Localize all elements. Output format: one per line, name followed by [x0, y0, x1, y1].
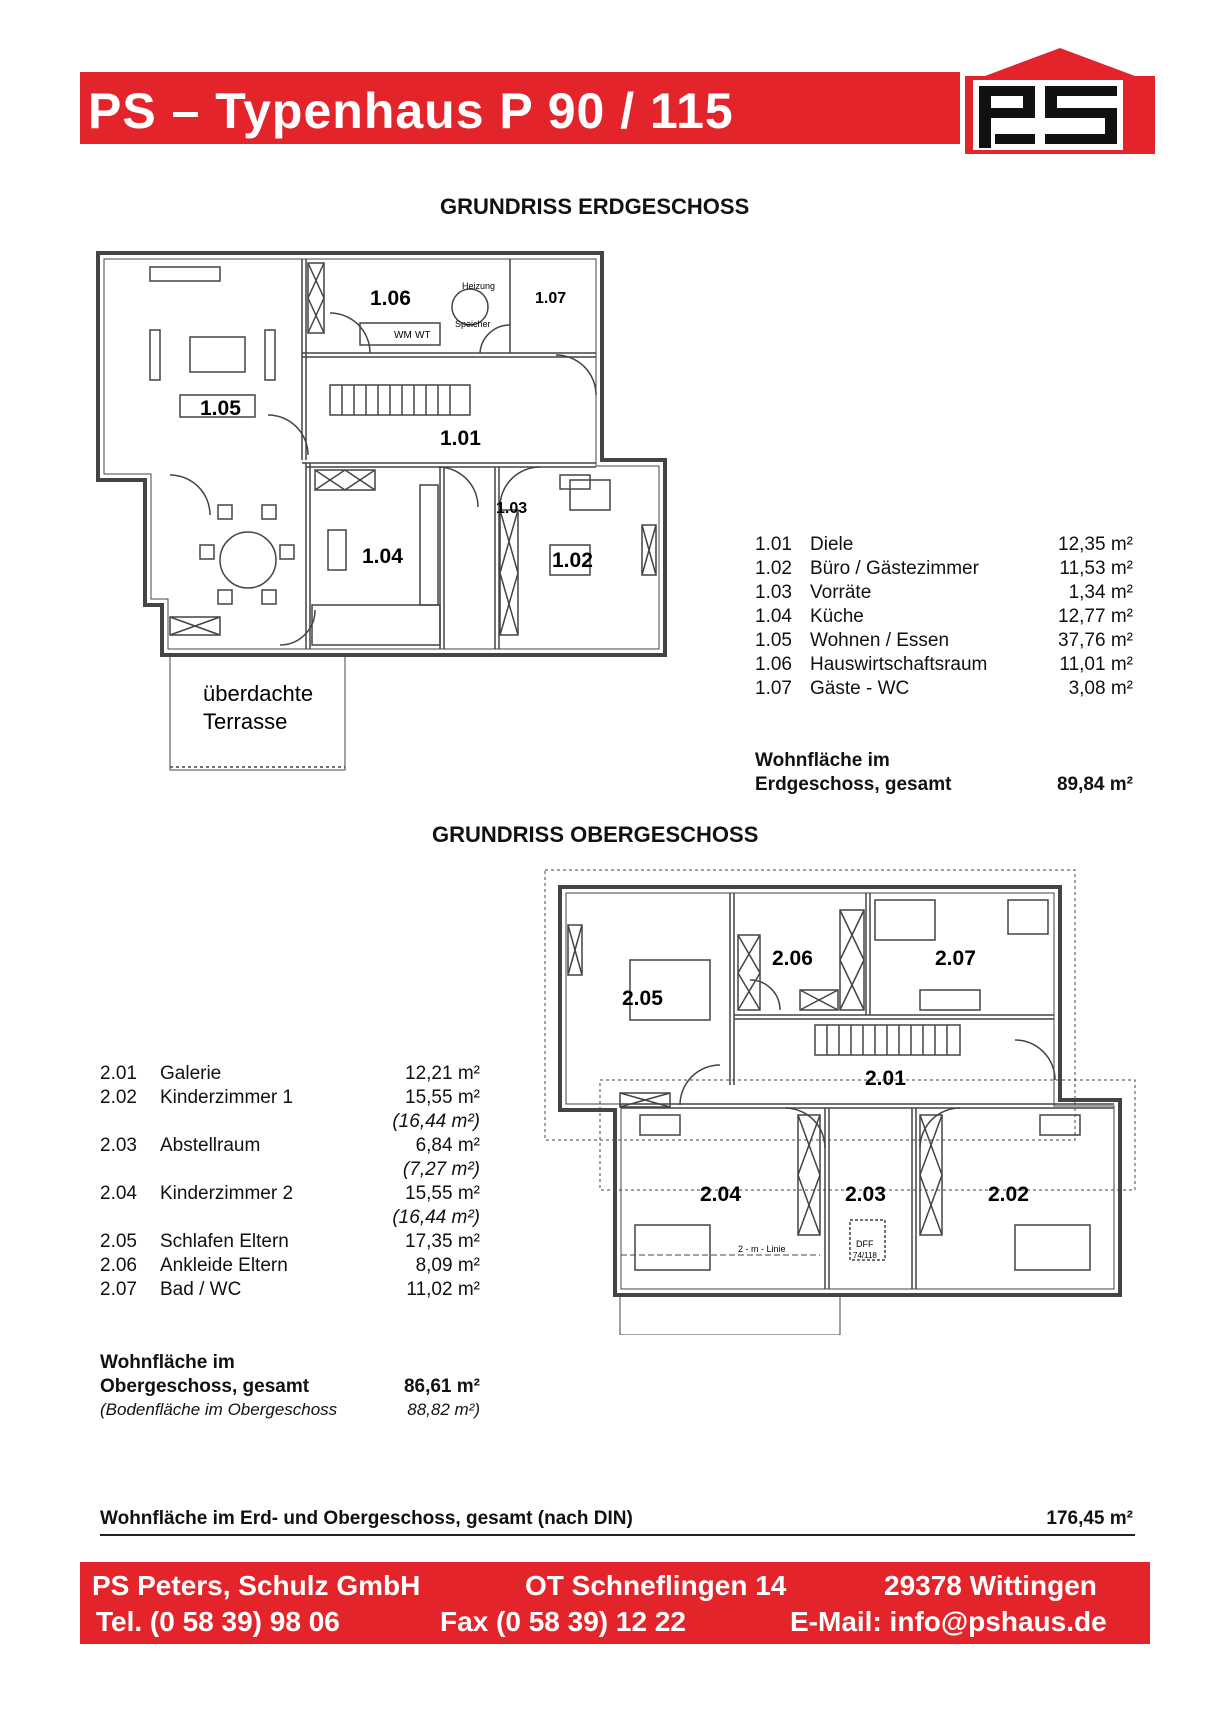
eg-room-101-label: 1.01: [440, 427, 481, 450]
wt-label: WT: [415, 330, 431, 341]
eg-room-106-label: 1.06: [370, 287, 411, 310]
eg-room-103-label: 1.03: [496, 500, 527, 517]
eg-room-107-label: 1.07: [535, 290, 566, 307]
eg-total-label-1: Wohnfläche im: [755, 750, 890, 771]
footer-email[interactable]: E-Mail: info@pshaus.de: [790, 1606, 1107, 1637]
eg-room-102-label: 1.02: [552, 549, 593, 572]
terrasse-label-2: Terrasse: [203, 709, 287, 734]
eg-room-105-label: 1.05: [200, 397, 241, 420]
terrasse-label-1: überdachte: [203, 681, 313, 706]
og-total-label-2: Obergeschoss, gesamt: [100, 1376, 310, 1397]
footer-company: PS Peters, Schulz GmbH: [92, 1570, 421, 1601]
footer-tel: Tel. (0 58 39) 98 06: [96, 1606, 340, 1637]
speicher-label: Speicher: [455, 319, 491, 329]
grand-total-underline: [100, 1534, 1135, 1536]
eg-room-104-label: 1.04: [362, 545, 403, 568]
og-room-201-label: 2.01: [865, 1067, 906, 1090]
page-title: PS – Typenhaus P 90 / 115: [88, 83, 734, 139]
og-total-value: 86,61 m²: [403, 1376, 480, 1397]
dff-size-label: 74/118: [853, 1251, 877, 1260]
og-room-203-label: 2.03: [845, 1183, 886, 1206]
dff-label: DFF: [856, 1239, 874, 1249]
eg-total-label-2: Erdgeschoss, gesamt: [755, 774, 952, 795]
og-floor-note: (Bodenfläche im Obergeschoss: [100, 1400, 338, 1419]
og-room-202-label: 2.02: [988, 1183, 1029, 1206]
footer-city: 29378 Wittingen: [884, 1570, 1097, 1601]
grand-total-value: 176,45 m²: [1046, 1508, 1133, 1529]
grand-total-label: Wohnfläche im Erd- und Obergeschoss, ges…: [100, 1508, 633, 1529]
footer-fax: Fax (0 58 39) 12 22: [440, 1606, 686, 1637]
og-section-title: GRUNDRISS OBERGESCHOSS: [432, 822, 759, 847]
zwei-m-linie-label: 2 - m - Linie: [738, 1244, 786, 1254]
og-room-207-label: 2.07: [935, 947, 976, 970]
title-banner: [80, 72, 960, 144]
eg-total-value: 89,84 m²: [1056, 774, 1133, 795]
ps-logo-icon: [965, 48, 1155, 154]
og-room-205-label: 2.05: [622, 987, 663, 1010]
wm-label: WM: [394, 330, 412, 341]
eg-room-table: 1.01 Diele 12,35 m² 1.02 Büro / Gästezim…: [755, 534, 1133, 699]
og-total-label-1: Wohnfläche im: [100, 1352, 235, 1373]
footer-street: OT Schneflingen 14: [525, 1570, 787, 1601]
og-room-204-label: 2.04: [700, 1183, 741, 1206]
eg-section-title: GRUNDRISS ERDGESCHOSS: [440, 194, 750, 219]
og-floor-value: 88,82 m²): [407, 1400, 480, 1419]
og-room-206-label: 2.06: [772, 947, 813, 970]
og-room-table: 2.01 Galerie 12,21 m² 2.02 Kinderzimmer …: [100, 1063, 480, 1300]
og-floor-plan: 2.05 2.06 2.07 2.01 2.04 2.03 2.02 2 - m…: [544, 869, 1136, 1335]
eg-floor-plan: 1.05 1.06 1.07 1.01 1.04 1.03 1.02 Heizu…: [96, 251, 667, 771]
heizung-label: Heizung: [462, 281, 495, 291]
footer-banner: [80, 1562, 1150, 1644]
